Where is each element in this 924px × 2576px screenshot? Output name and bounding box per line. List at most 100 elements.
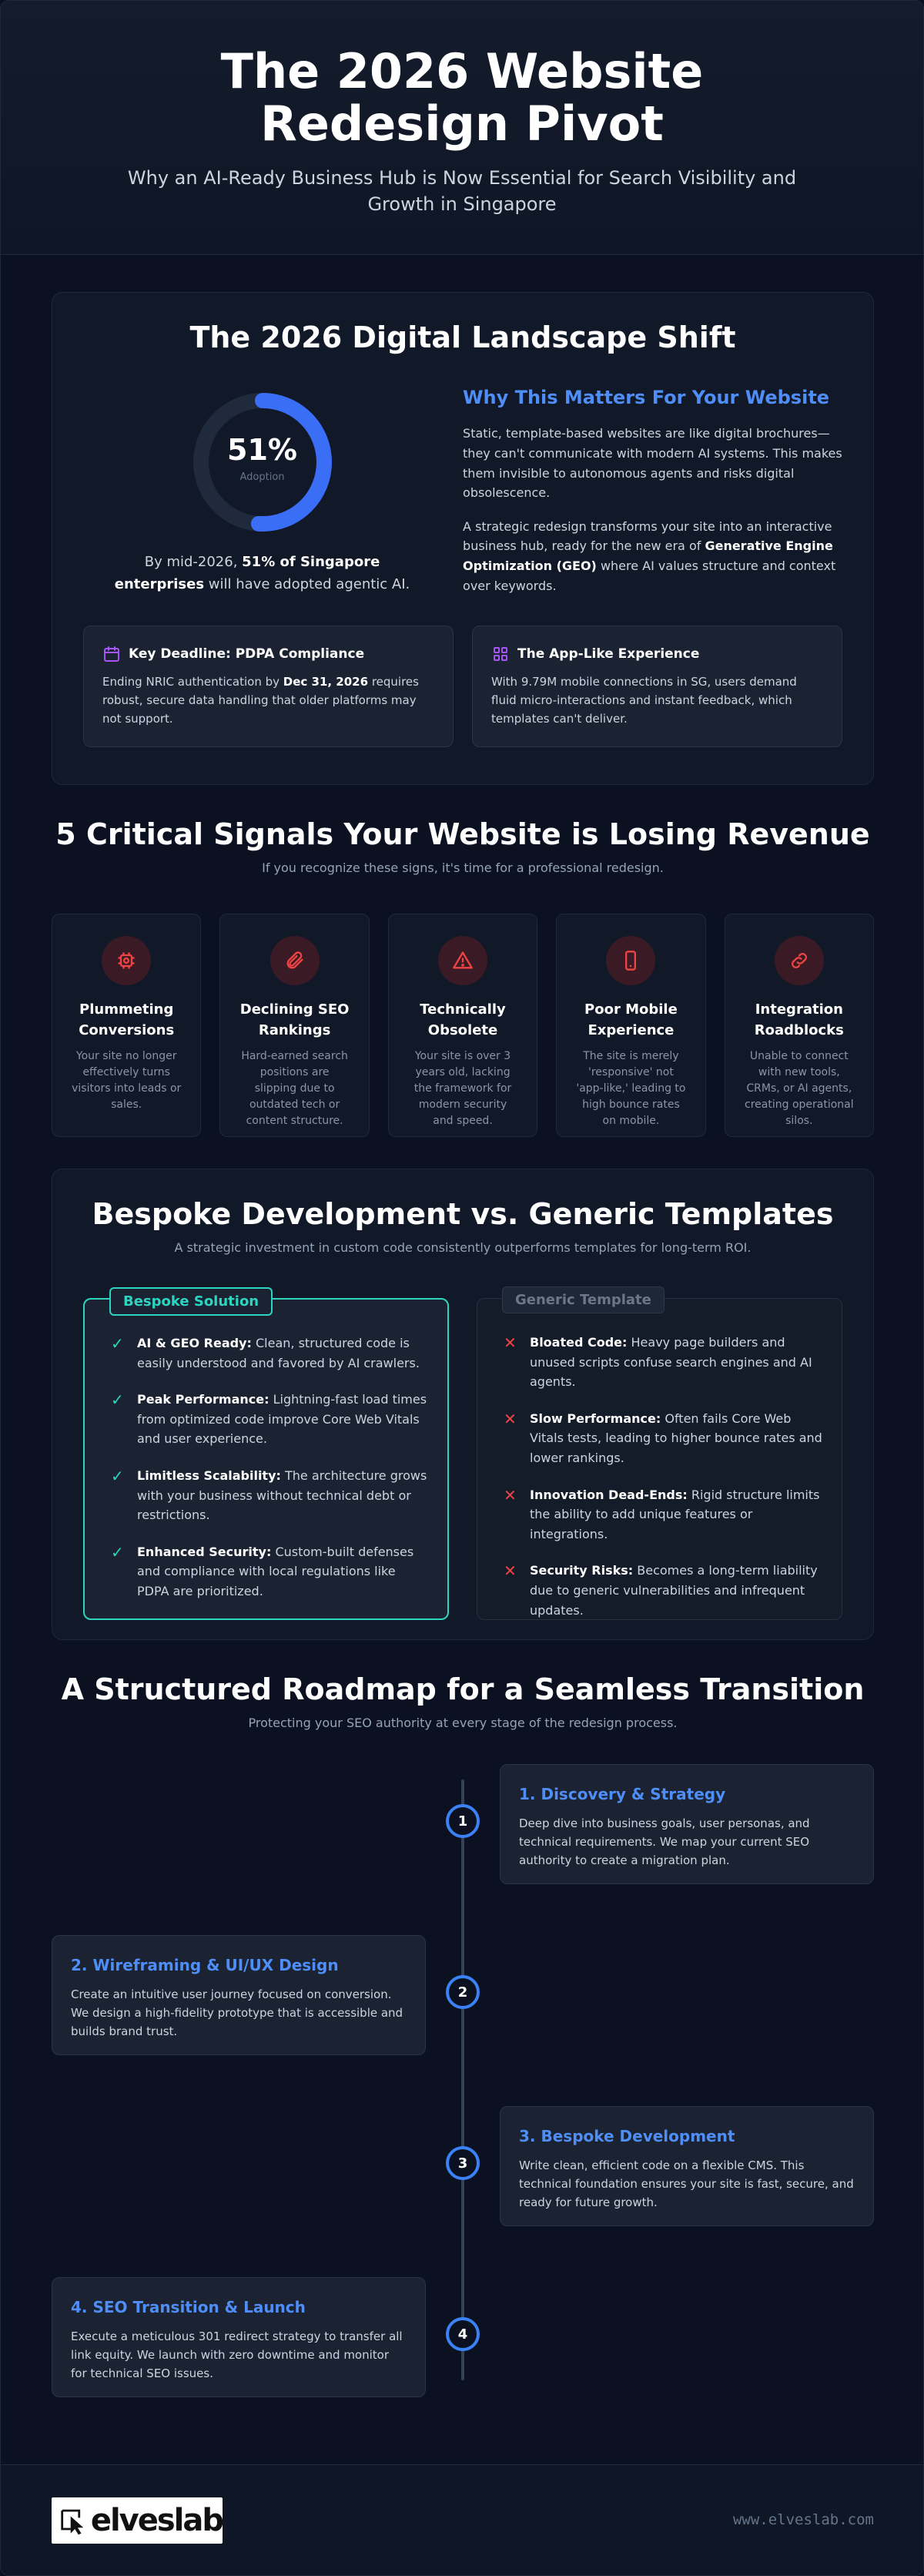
roadmap-section: A Structured Roadmap for a Seamless Tran…	[52, 1672, 874, 2397]
signal-icon-wrap	[606, 936, 656, 985]
info-cards: Key Deadline: PDPA Compliance Ending NRI…	[52, 625, 873, 747]
roadmap-timeline: 1 1. Discovery & Strategy Deep dive into…	[52, 1764, 874, 2397]
compare-row: Bespoke Solution ✓ AI & GEO Ready: Clean…	[52, 1286, 873, 1620]
signal-text: Hard-earned search positions are slippin…	[241, 1050, 348, 1127]
step-title: 4. SEO Transition & Launch	[71, 2298, 306, 2316]
app-like-card-text: With 9.79M mobile connections in SG, use…	[491, 674, 797, 726]
item-text: Becomes a long-term liability due to gen…	[530, 1563, 818, 1618]
signal-icon-wrap	[438, 936, 488, 985]
signal-card-conversions: Plummeting Conversions Your site no long…	[52, 914, 202, 1137]
signal-card-obsolete: Technically Obsolete Your site is over 3…	[387, 914, 538, 1137]
bespoke-item-text: Enhanced Security: Custom-built defenses…	[137, 1542, 429, 1602]
step-text: Execute a meticulous 301 redirect strate…	[71, 2329, 403, 2380]
footer-url[interactable]: www.elveslab.com	[732, 2511, 874, 2528]
roadmap-step-1: 1. Discovery & Strategy Deep dive into b…	[500, 1764, 874, 1884]
signal-text: Unable to connect with new tools, CRMs, …	[745, 1050, 854, 1127]
compare-section: Bespoke Development vs. Generic Template…	[52, 1169, 874, 1640]
bespoke-item-text: AI & GEO Ready: Clean, structured code i…	[137, 1333, 429, 1373]
app-like-card-title: The App-Like Experience	[517, 646, 700, 662]
caption-bold: 51% of Singapore enterprises	[114, 554, 380, 592]
pdpa-text-pre: Ending NRIC authentication by	[102, 674, 283, 689]
item-bold: Innovation Dead-Ends:	[530, 1487, 688, 1502]
signal-card-mobile: Poor Mobile Experience The site is merel…	[556, 914, 706, 1137]
x-icon: ✕	[504, 1409, 517, 1428]
item-text: Heavy page builders and unused scripts c…	[530, 1335, 812, 1390]
template-item: ✕ Innovation Dead-Ends: Rigid structure …	[504, 1485, 823, 1545]
donut-value: 51%	[227, 433, 297, 467]
signal-icon-wrap	[102, 936, 152, 985]
x-icon: ✕	[504, 1333, 517, 1352]
elveslab-logo[interactable]: elveslab	[52, 2497, 224, 2544]
template-item-text: Security Risks: Becomes a long-term liab…	[530, 1561, 823, 1620]
signals-section: 5 Critical Signals Your Website is Losin…	[52, 817, 875, 1137]
item-bold: Limitless Scalability:	[137, 1467, 281, 1483]
item-text: Often fails Core Web Vitals tests, leadi…	[530, 1410, 822, 1465]
template-item-text: Slow Performance: Often fails Core Web V…	[530, 1409, 823, 1468]
bespoke-item: ✓ Limitless Scalability: The architectur…	[111, 1466, 429, 1525]
calendar-icon	[104, 646, 119, 662]
pdpa-card-head: Key Deadline: PDPA Compliance	[102, 645, 434, 663]
check-icon: ✓	[111, 1390, 124, 1410]
item-text: Clean, structured code is easily underst…	[137, 1336, 420, 1370]
roadmap-title: A Structured Roadmap for a Seamless Tran…	[61, 1672, 865, 1706]
adoption-stat: 51% Adoption By mid-2026, 51% of Singapo…	[83, 385, 441, 596]
check-icon: ✓	[111, 1466, 124, 1485]
footer: elveslab www.elveslab.com	[1, 2464, 923, 2575]
template-item: ✕ Security Risks: Becomes a long-term li…	[504, 1561, 823, 1620]
landscape-row: 51% Adoption By mid-2026, 51% of Singapo…	[52, 385, 873, 596]
step-title: 1. Discovery & Strategy	[519, 1785, 726, 1803]
bespoke-item: ✓ Peak Performance: Lightning-fast load …	[111, 1390, 429, 1449]
page-subtitle: Why an AI-Ready Business Hub is Now Esse…	[127, 167, 797, 215]
roadmap-step-3: 3. Bespoke Development Write clean, effi…	[500, 2106, 874, 2226]
app-like-card: The App-Like Experience With 9.79M mobil…	[472, 625, 842, 747]
signals-subtitle: If you recognize these signs, it's time …	[262, 860, 664, 875]
compare-title: Bespoke Development vs. Generic Template…	[92, 1197, 834, 1231]
template-tag: Generic Template	[502, 1286, 665, 1313]
signal-card-seo: Declining SEO Rankings Hard-earned searc…	[219, 914, 370, 1137]
template-item-text: Bloated Code: Heavy page builders and un…	[530, 1333, 823, 1392]
template-item: ✕ Slow Performance: Often fails Core Web…	[504, 1409, 823, 1468]
signal-text: The site is merely 'responsive' not 'app…	[576, 1050, 686, 1127]
bespoke-item-text: Limitless Scalability: The architecture …	[137, 1466, 429, 1525]
x-icon: ✕	[504, 1561, 517, 1581]
roadmap-step-2: 2. Wireframing & UI/UX Design Create an …	[52, 1935, 426, 2055]
caption-post: will have adopted agentic AI.	[204, 575, 410, 592]
target-icon	[118, 952, 135, 969]
adoption-caption: By mid-2026, 51% of Singapore enterprise…	[101, 552, 424, 596]
step-title: 2. Wireframing & UI/UX Design	[71, 1956, 339, 1974]
item-text: Custom-built defenses and compliance wit…	[137, 1544, 414, 1598]
item-bold: Peak Performance:	[137, 1392, 270, 1407]
signal-cards: Plummeting Conversions Your site no long…	[52, 914, 875, 1137]
bespoke-tag: Bespoke Solution	[109, 1287, 273, 1316]
signal-text: Your site no longer effectively turns vi…	[72, 1050, 182, 1111]
item-text: The architecture grows with your busines…	[137, 1467, 427, 1523]
step-title: 3. Bespoke Development	[519, 2127, 735, 2145]
template-box: Generic Template ✕ Bloated Code: Heavy p…	[477, 1286, 842, 1620]
pdpa-card: Key Deadline: PDPA Compliance Ending NRI…	[83, 625, 454, 747]
step-marker: 1	[446, 1804, 480, 1838]
signal-title: Plummeting Conversions	[79, 1001, 175, 1038]
signal-title: Integration Roadblocks	[754, 1001, 844, 1038]
why-p2-pre: A strategic redesign transforms your sit…	[463, 518, 832, 554]
pdpa-card-text: Ending NRIC authentication by Dec 31, 20…	[102, 673, 434, 728]
step-text: Deep dive into business goals, user pers…	[519, 1816, 810, 1867]
caption-pre: By mid-2026,	[144, 554, 243, 570]
pdpa-text-bold: Dec 31, 2026	[283, 674, 369, 689]
signal-icon-wrap	[774, 936, 824, 985]
landscape-section: The 2026 Digital Landscape Shift 51% Ado…	[52, 292, 874, 785]
item-text: Lightning-fast load times from optimized…	[137, 1392, 427, 1447]
bespoke-item-text: Peak Performance: Lightning-fast load ti…	[137, 1390, 429, 1449]
template-item-text: Innovation Dead-Ends: Rigid structure li…	[530, 1485, 823, 1545]
paperclip-icon	[286, 951, 303, 969]
why-paragraph-2: A strategic redesign transforms your sit…	[463, 517, 842, 595]
roadmap-subtitle: Protecting your SEO authority at every s…	[248, 1716, 678, 1730]
compare-subtitle: A strategic investment in custom code co…	[174, 1240, 752, 1255]
signals-title: 5 Critical Signals Your Website is Losin…	[55, 817, 870, 851]
why-p2-bold: Generative Engine Optimization (GEO)	[463, 538, 833, 573]
grid-icon	[494, 646, 507, 661]
adoption-donut: 51% Adoption	[186, 385, 340, 539]
item-text: Rigid structure limits the ability to ad…	[530, 1487, 820, 1541]
page-title: The 2026 Website Redesign Pivot	[220, 43, 704, 153]
pdpa-text-post: requires robust, secure data handling th…	[102, 674, 419, 726]
landscape-title: The 2026 Digital Landscape Shift	[189, 320, 736, 354]
